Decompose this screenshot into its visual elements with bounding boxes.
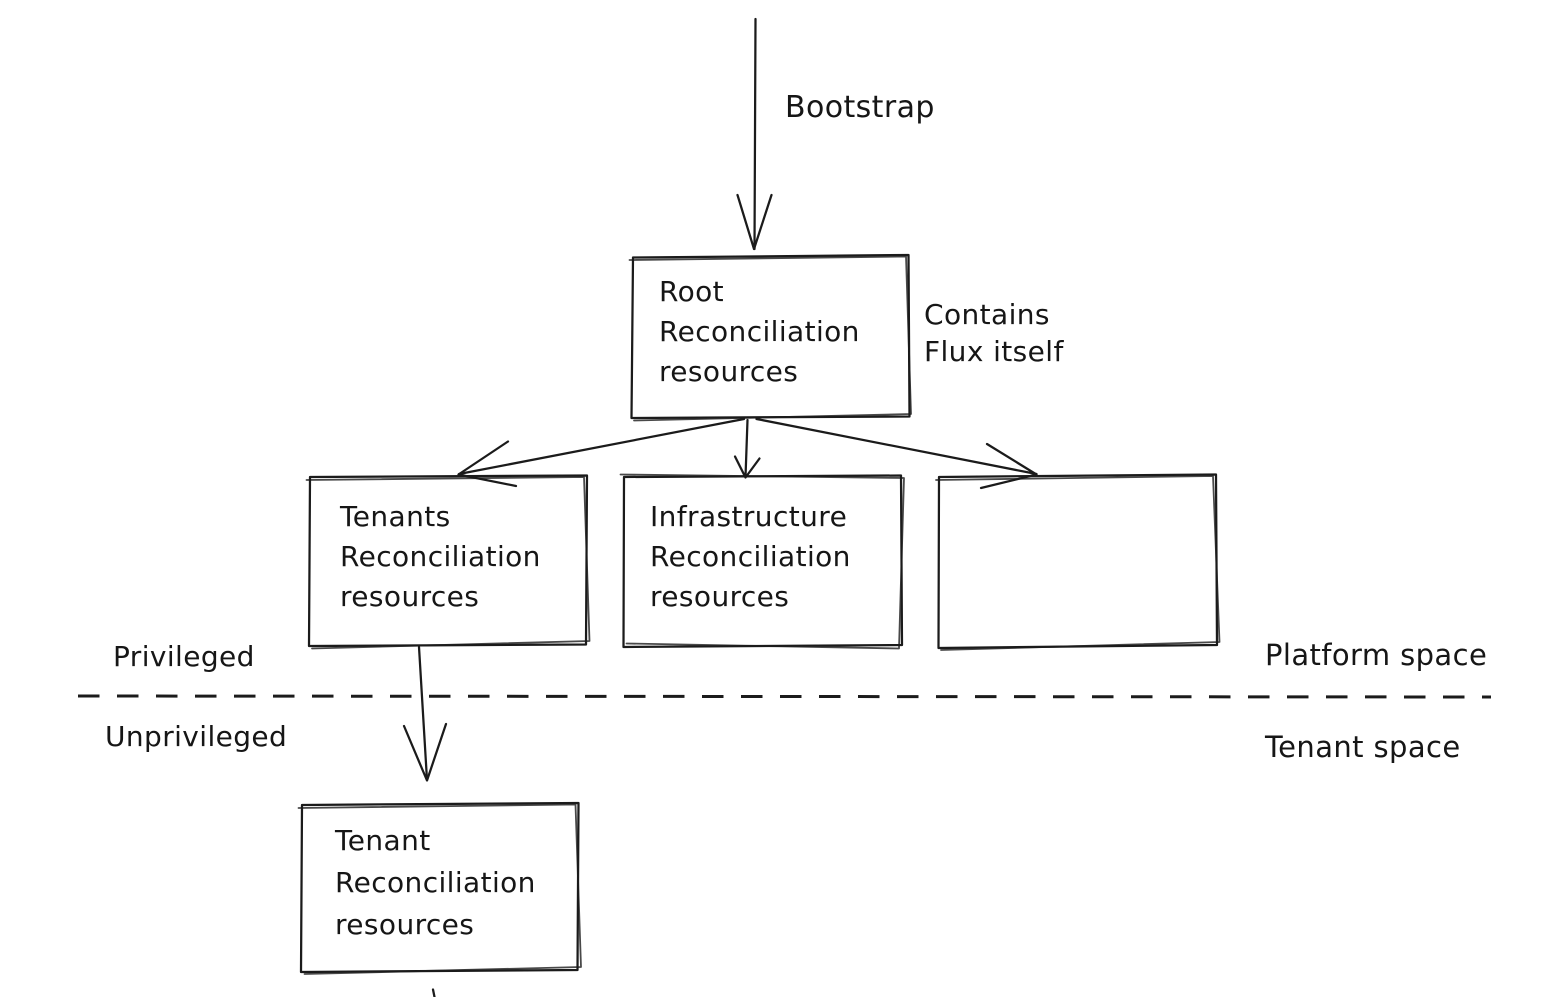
root-to-infrastructure-arrow — [733, 418, 761, 479]
tenants-to-tenant-arrow — [402, 645, 448, 782]
bootstrap-arrow — [736, 17, 773, 251]
tenants-node-box — [305, 474, 591, 650]
privilege-boundary-dashed-line — [77, 694, 1492, 699]
platform-space-label: Platform space — [1265, 638, 1488, 672]
root-to-empty-box-arrow — [755, 417, 1038, 490]
empty-node-box — [935, 473, 1221, 651]
root-node-box — [628, 253, 912, 422]
privileged-zone-label: Privileged — [113, 640, 255, 673]
tenant-space-label: Tenant space — [1265, 730, 1461, 764]
tenant-continues-stub — [431, 988, 436, 997]
bootstrap-arrow-label: Bootstrap — [785, 90, 935, 126]
tenants-node-label: Tenants Reconciliation resources — [340, 500, 541, 613]
unprivileged-zone-label: Unprivileged — [105, 720, 288, 753]
root-to-tenants-arrow — [457, 417, 746, 488]
root-node-label: Root Reconciliation resources — [659, 275, 860, 388]
infrastructure-node-label: Infrastructure Reconciliation resources — [650, 500, 851, 613]
tenant-node-box — [297, 801, 582, 975]
bootstrap-label-text: Bootstrap — [785, 90, 935, 125]
infrastructure-node-box — [619, 473, 905, 650]
contains-flux-annotation: Contains Flux itself — [924, 298, 1064, 368]
tenant-node-label: Tenant Reconciliation resources — [335, 824, 536, 941]
